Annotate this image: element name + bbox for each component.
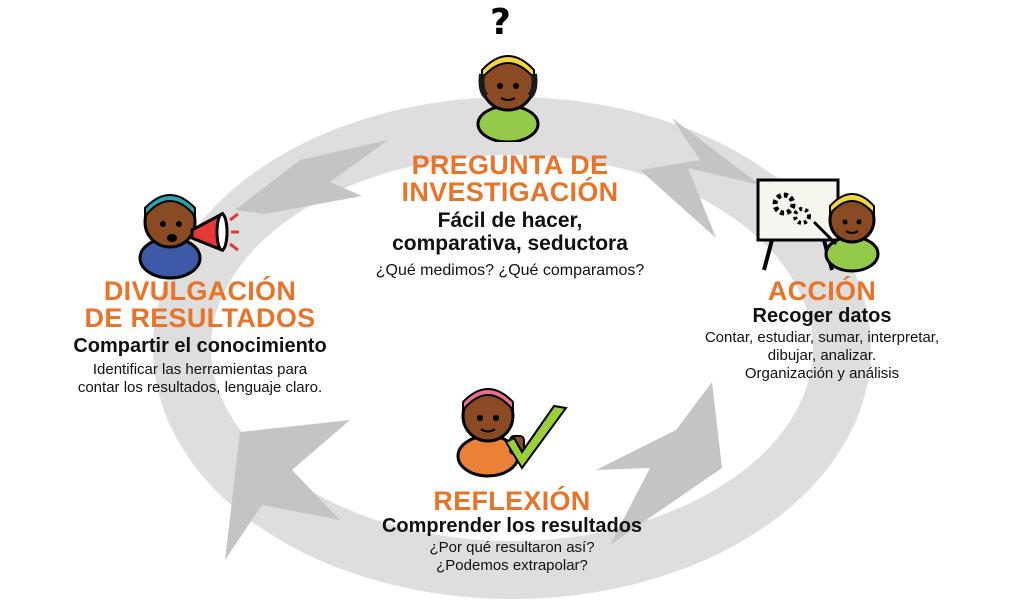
stage-title: ACCIÓN [672, 278, 972, 305]
subtitle-line: Compartir el conocimiento [73, 335, 327, 357]
subtitle-line: comparativa, seductora [392, 232, 628, 256]
question-mark-icon: ? [490, 2, 511, 43]
title-line: DE RESULTADOS [84, 303, 316, 333]
description-line: Identificar las herramientas para [92, 361, 308, 378]
subtitle-line: Comprender los resultados [381, 515, 643, 537]
stage-subtitle: Comprender los resultados [362, 515, 662, 537]
description-line: dibujar, analizar. [767, 347, 877, 364]
thumbs-up-check-icon [456, 388, 568, 478]
subtitle-line: Fácil de hacer, [437, 209, 583, 232]
arrow-bottom-right-icon [596, 382, 722, 545]
stage-description: Contar, estudiar, sumar, interpretar, di… [672, 329, 972, 383]
stage-title: DIVULGACIÓN DE RESULTADOS [30, 278, 370, 332]
title-line: DIVULGACIÓN [103, 276, 297, 306]
description-line: Contar, estudiar, sumar, interpretar, [704, 329, 940, 346]
title-line: PREGUNTA DE [411, 150, 609, 180]
stage-subtitle: Compartir el conocimiento [30, 335, 370, 357]
description-line: ¿Podemos extrapolar? [436, 557, 588, 574]
title-line: INVESTIGACIÓN [401, 177, 619, 207]
description-line: ¿Por qué resultaron así? [429, 539, 595, 556]
description-line: contar los resultados, lenguaje claro. [77, 379, 323, 396]
title-line: REFLEXIÓN [433, 486, 591, 516]
description-line: ¿Qué medimos? ¿Qué comparamos? [375, 262, 645, 280]
stage-pregunta: PREGUNTA DE INVESTIGACIÓN Fácil de hacer… [340, 152, 680, 280]
stage-divulgacion: DIVULGACIÓN DE RESULTADOS Compartir el c… [30, 278, 370, 397]
arrow-top-right-icon [640, 118, 760, 238]
cycle-arrows [225, 118, 760, 560]
stage-accion: ACCIÓN Recoger datos Contar, estudiar, s… [672, 278, 972, 383]
stage-subtitle: Recoger datos [672, 305, 972, 327]
stage-description: ¿Por qué resultaron así? ¿Podemos extrap… [362, 539, 662, 575]
stage-description: ¿Qué medimos? ¿Qué comparamos? [340, 261, 680, 280]
megaphone-person-icon [138, 194, 239, 280]
arrow-top-left-icon [235, 140, 388, 214]
stage-subtitle: Fácil de hacer, comparativa, seductora [340, 209, 680, 255]
stage-reflexion: REFLEXIÓN Comprender los resultados ¿Por… [362, 488, 662, 575]
presenter-easel-icon [756, 178, 880, 273]
subtitle-line: Recoger datos [752, 305, 892, 327]
stage-title: PREGUNTA DE INVESTIGACIÓN [340, 152, 680, 206]
stage-description: Identificar las herramientas para contar… [30, 361, 370, 397]
title-line: ACCIÓN [767, 276, 877, 306]
thinking-person-icon [476, 55, 540, 142]
arrow-bottom-left-icon [225, 420, 350, 560]
stage-title: REFLEXIÓN [362, 488, 662, 515]
description-line: Organización y análisis [744, 365, 900, 382]
